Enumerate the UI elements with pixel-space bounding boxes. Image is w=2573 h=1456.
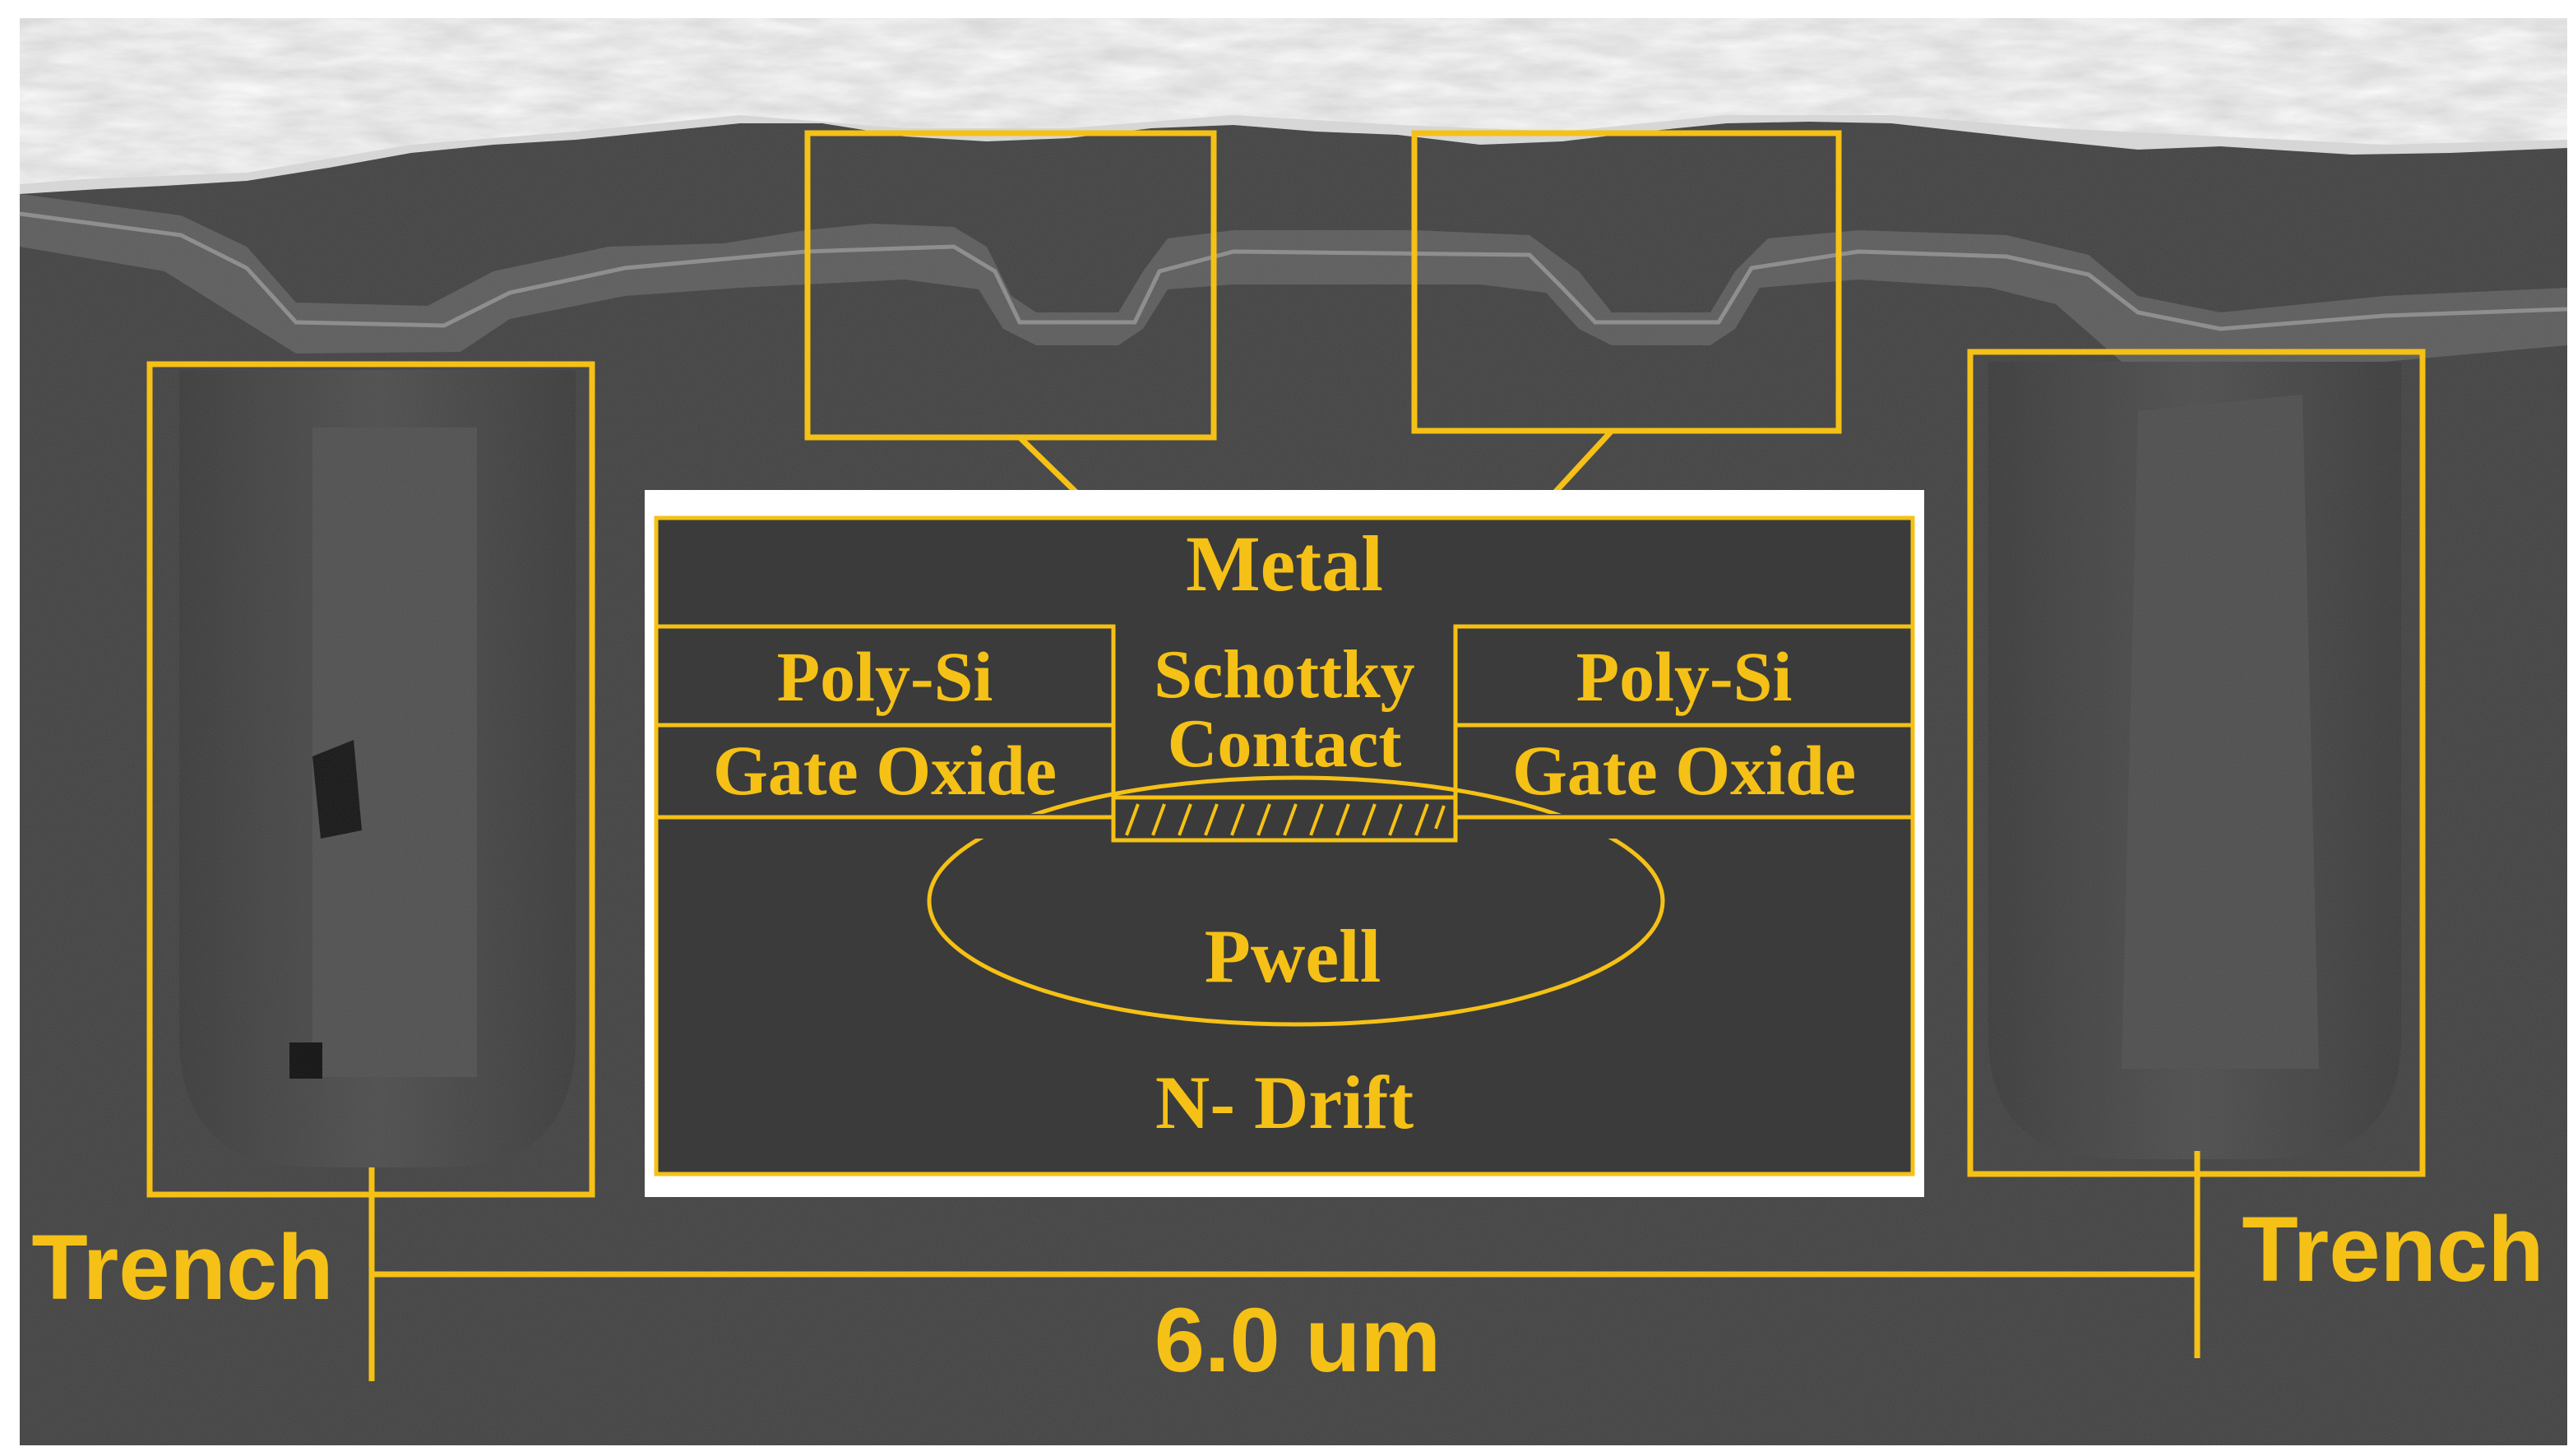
zoom-connector-right — [1552, 428, 1614, 496]
label-n-drift: N- Drift — [1155, 1061, 1414, 1144]
label-gate-oxide-left: Gate Oxide — [713, 731, 1057, 810]
label-pwell: Pwell — [1205, 914, 1381, 998]
label-schottky: Schottky — [1154, 636, 1414, 713]
zoom-connector-left — [1017, 435, 1080, 496]
label-metal: Metal — [1186, 520, 1383, 608]
label-gate-oxide-right: Gate Oxide — [1512, 731, 1856, 810]
scale-bar — [368, 1151, 2200, 1381]
label-poly-si-right: Poly-Si — [1576, 637, 1793, 716]
label-trench-right: Trench — [2242, 1198, 2543, 1301]
contact-left-zoom-box — [804, 130, 1217, 441]
label-scale: 6.0 um — [1155, 1290, 1441, 1391]
label-contact: Contact — [1168, 705, 1402, 782]
schottky-hatch-lines — [1125, 803, 1446, 836]
pwell-region — [927, 775, 1665, 1027]
contact-right-zoom-box — [1411, 130, 1842, 434]
schematic-inset: Metal Poly-Si Gate Oxide Poly-Si Gate Ox… — [645, 490, 1924, 1197]
label-poly-si-left: Poly-Si — [777, 637, 993, 716]
label-trench-left: Trench — [31, 1216, 333, 1319]
